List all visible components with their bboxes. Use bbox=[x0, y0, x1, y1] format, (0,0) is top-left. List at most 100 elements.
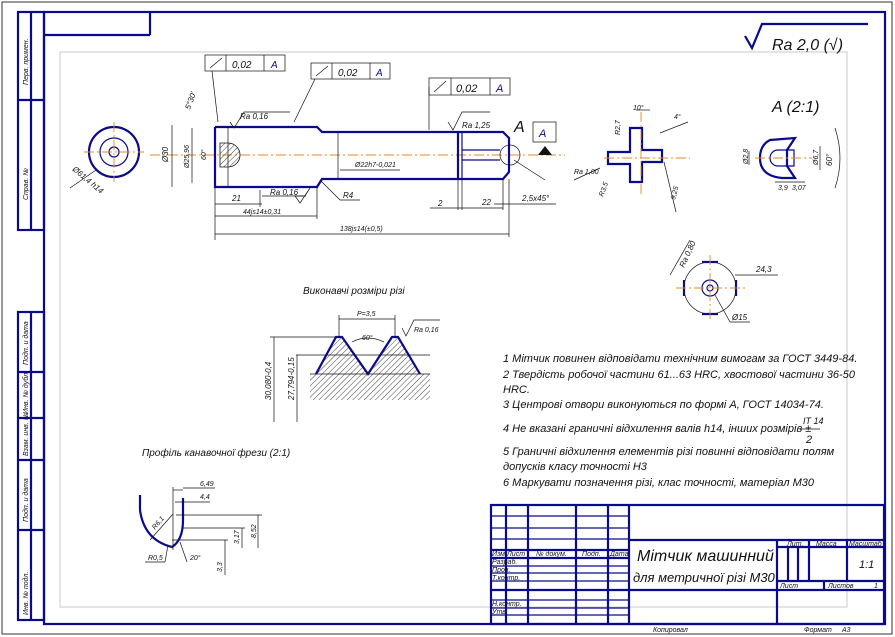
stamp-label: Справ. № bbox=[23, 168, 30, 200]
feature-frame-3: 0,02 A bbox=[428, 77, 511, 130]
cutter-h1: 8,52 bbox=[251, 524, 258, 538]
note: 5 Граничні відхилення елементів різі пов… bbox=[503, 446, 835, 458]
note-fraction-den: 2 bbox=[805, 434, 812, 446]
detail-d1: Ø2,8 bbox=[743, 149, 750, 165]
header-izm: Изм bbox=[492, 551, 505, 558]
cutter-title: Профіль канавочної фрези (2:1) bbox=[142, 447, 290, 459]
frame-tolerance: 0,02 bbox=[456, 83, 477, 95]
section-angle-4: 4° bbox=[674, 113, 681, 121]
end-view-dia: Ø61,4 h14 bbox=[70, 164, 106, 196]
side-stamp: Перв. примен. Справ. № Подп. и дата Инв.… bbox=[16, 10, 152, 622]
stamp-label: Взам. инв. № bbox=[23, 412, 30, 456]
end-view: Ø61,4 h14 bbox=[69, 122, 144, 196]
note: 3 Центрові отвори виконуються по формі А… bbox=[503, 399, 824, 411]
drawing-subtitle: для метричної різі М30 bbox=[633, 570, 776, 585]
header-doc: № докум. bbox=[536, 550, 567, 558]
stamp-label: Перв. примен. bbox=[23, 38, 30, 85]
role-checker: Пров. bbox=[492, 567, 511, 574]
role-approved: Утв. bbox=[491, 609, 508, 616]
datum-triangle bbox=[538, 146, 552, 155]
role-tech-control: Т.контр. bbox=[492, 575, 520, 582]
note: 2 Твердість робочої частини 61...63 HRC,… bbox=[502, 369, 856, 381]
thread-profile: Виконавчі розміри різі P=3,5 60° Ra 0,16… bbox=[264, 286, 440, 422]
cutter-d2: 4,4 bbox=[200, 494, 210, 501]
role-developer: Разраб. bbox=[492, 558, 517, 566]
cutter-r2: R0,5 bbox=[148, 555, 163, 562]
note-fraction-num: IT 14 bbox=[803, 416, 824, 426]
cutter-profile: Профіль канавочної фрези (2:1) 6,49 4,4 … bbox=[138, 447, 290, 575]
roughness-shank: Ra 1,25 bbox=[462, 121, 491, 130]
dim-dia-25: Ø25,96 bbox=[184, 145, 191, 169]
footer-copied: Копировал bbox=[653, 627, 688, 634]
frame-tolerance: 0,02 bbox=[338, 68, 358, 79]
roughness-text: Ra 2,0 (√) bbox=[772, 37, 843, 54]
bottom-dim: 24,3 bbox=[755, 265, 772, 274]
stamp-label: Инв. № подл. bbox=[22, 572, 30, 615]
sheets-value: 1 bbox=[874, 583, 878, 590]
cutter-angle: 20° bbox=[189, 554, 201, 562]
thread-title: Виконавчі розміри різі bbox=[303, 286, 405, 297]
dim-chamfer: 2,5x45° bbox=[521, 194, 550, 203]
bottom-ra: Ra 0,80 bbox=[678, 239, 698, 269]
note: допусків класу точності H3 bbox=[503, 461, 648, 473]
detail-title: A (2:1) bbox=[771, 99, 819, 116]
note: 6 Маркувати позначення різі, клас точнос… bbox=[503, 477, 815, 489]
thread-d-outer: 30,080-0,4 bbox=[264, 361, 273, 400]
dim-44: 44js14±0,31 bbox=[243, 209, 281, 216]
stamp-label: Подп. и дата bbox=[22, 478, 30, 522]
detail-l2: 3,07 bbox=[792, 185, 807, 192]
thread-d-inner: 27,794-0,15 bbox=[287, 357, 296, 401]
dim-2: 2 bbox=[437, 199, 443, 208]
detail-l1: 3,9 bbox=[778, 185, 788, 192]
sheets-label: Листов bbox=[827, 583, 854, 590]
note: 4 Не вказані граничні відхилення валів h… bbox=[503, 423, 811, 435]
roughness-bottom: Ra 0,16 bbox=[270, 188, 299, 197]
view-area-boundary bbox=[59, 51, 848, 608]
detail-a: A (2:1) Ø2,8 Ø6,7 60° 3,9 3,07 bbox=[743, 99, 841, 192]
main-view: 0,02 A 0,02 A 0,02 A A A Ø30 Ø25,96 60° bbox=[150, 54, 565, 240]
datum-box: A bbox=[538, 128, 546, 140]
header-list: Лист bbox=[506, 551, 525, 558]
thread-pitch: P=3,5 bbox=[357, 311, 376, 318]
note: HRC. bbox=[503, 384, 530, 396]
detail-angle: 60° bbox=[825, 153, 834, 166]
bottom-view: Ra 0,80 24,3 Ø15 bbox=[669, 239, 778, 323]
cutter-h3: 3,3 bbox=[217, 562, 224, 572]
feature-frame-1: 0,02 A bbox=[204, 54, 286, 123]
stamp-label: Инв. № дубл. bbox=[22, 371, 30, 414]
section-label-a: A bbox=[513, 119, 525, 136]
title-block: Изм Лист № докум. Подп. Дата Разраб. Про… bbox=[489, 503, 886, 626]
scale-value: 1:1 bbox=[859, 559, 874, 571]
dim-r4: R4 bbox=[343, 191, 354, 200]
dim-21: 21 bbox=[231, 194, 241, 203]
footer-format: Формат bbox=[804, 627, 832, 634]
sheet-label: Лист bbox=[779, 583, 798, 590]
dim-angle-top: 5°30' bbox=[183, 90, 198, 111]
section-r27: R2,7 bbox=[615, 119, 622, 135]
dim-138: 138js14(±0,5) bbox=[340, 226, 383, 233]
frame-datum: A bbox=[375, 68, 383, 79]
frame-datum: A bbox=[495, 83, 503, 95]
dim-22: 22 bbox=[481, 198, 491, 207]
dim-dia-30: Ø30 bbox=[161, 146, 170, 163]
cutter-h2: 3,17 bbox=[234, 529, 241, 544]
lit-label: Лит. bbox=[786, 541, 803, 548]
scale-label: Масштаб bbox=[849, 540, 883, 548]
roughness-top: Ra 0,16 bbox=[240, 112, 269, 121]
footer-format-value: А3 bbox=[841, 627, 851, 634]
thread-ra: Ra 0,16 bbox=[414, 327, 439, 334]
frame-datum: A bbox=[270, 60, 278, 71]
cutter-r1: R6,1 bbox=[151, 515, 166, 531]
dim-angle-60: 60° bbox=[200, 149, 208, 160]
technical-notes: 1 Мітчик повинен відповідати технічним в… bbox=[502, 353, 857, 489]
dim-dia-22: Ø22h7-0,021 bbox=[354, 162, 396, 169]
drawing-frame bbox=[42, 10, 887, 626]
frame-tolerance: 0,02 bbox=[232, 60, 252, 71]
section-dim: 9,25 bbox=[670, 185, 680, 200]
detail-d2: Ø6,7 bbox=[813, 149, 820, 166]
section-ra: Ra 1,00 bbox=[574, 169, 599, 176]
section-angle-10: 10° bbox=[633, 104, 644, 112]
header-date: Дата bbox=[609, 551, 629, 558]
